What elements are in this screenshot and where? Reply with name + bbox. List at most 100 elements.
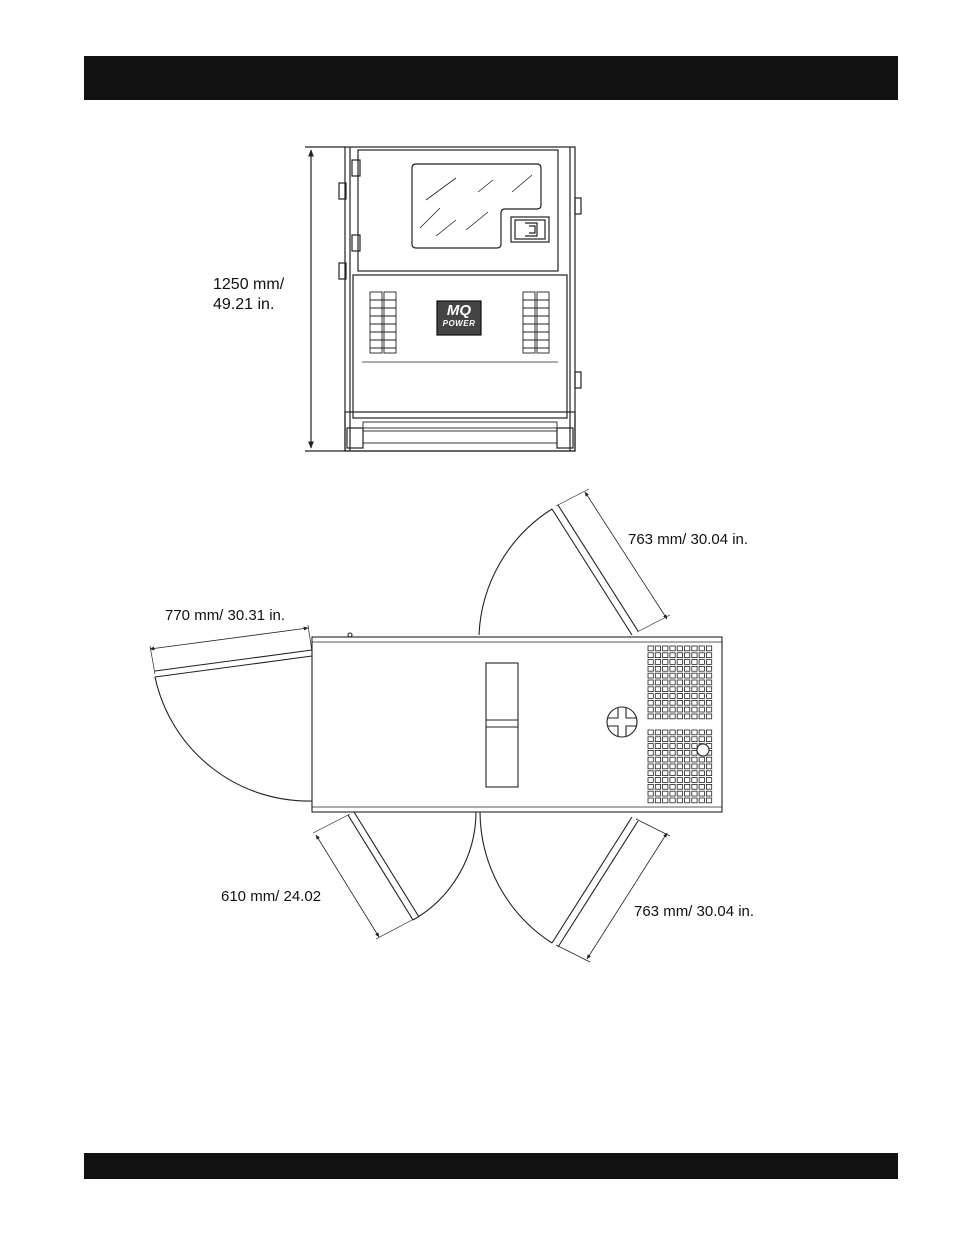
grille-cell xyxy=(692,757,697,762)
grille-cell xyxy=(685,757,690,762)
grille-cell xyxy=(648,707,653,712)
grille-cell xyxy=(685,666,690,671)
grille-cell xyxy=(655,764,660,769)
door-clearance-upper-right: 763 mm/ 30.04 in. xyxy=(628,531,748,548)
grille-cell xyxy=(706,707,711,712)
grille-cell xyxy=(692,700,697,705)
grille-cell xyxy=(663,737,668,742)
grille-cell xyxy=(699,666,704,671)
grille-cell xyxy=(677,673,682,678)
grille-cell xyxy=(670,798,675,803)
grille-cell xyxy=(663,687,668,692)
grille-cell xyxy=(685,700,690,705)
grille-cell xyxy=(692,744,697,749)
grille-cell xyxy=(670,687,675,692)
grille-cell xyxy=(655,680,660,685)
grille-cell xyxy=(648,757,653,762)
grille-cell xyxy=(685,798,690,803)
grille-cell xyxy=(699,660,704,665)
grille-cell xyxy=(655,778,660,783)
grille-cell xyxy=(677,700,682,705)
grille-cell xyxy=(663,778,668,783)
grille-cell xyxy=(692,784,697,789)
grille-cell xyxy=(677,764,682,769)
grille-cell xyxy=(706,714,711,719)
grille-cell xyxy=(685,707,690,712)
grille-cell xyxy=(655,791,660,796)
grille-cell xyxy=(692,680,697,685)
door-swing-upper-right xyxy=(479,489,670,635)
grille-cell xyxy=(670,666,675,671)
grille-cell xyxy=(655,666,660,671)
grille-cell xyxy=(692,730,697,735)
grille-cell xyxy=(670,694,675,699)
logo-text: MQ POWER xyxy=(437,302,481,336)
upper-door xyxy=(358,150,558,271)
grille-cell xyxy=(663,764,668,769)
grille-cell xyxy=(706,700,711,705)
grille-cell xyxy=(648,666,653,671)
grille-cell xyxy=(663,673,668,678)
grille-cell xyxy=(655,673,660,678)
grille-cell xyxy=(692,653,697,658)
grille-cell xyxy=(655,737,660,742)
grille-cell xyxy=(648,764,653,769)
grille-cell xyxy=(699,737,704,742)
grille-cell xyxy=(655,714,660,719)
logo-line2: POWER xyxy=(437,319,481,329)
grille-cell xyxy=(670,660,675,665)
grille-cell xyxy=(685,750,690,755)
grille-cell xyxy=(685,680,690,685)
door-lock xyxy=(511,217,549,242)
grille-cell xyxy=(663,666,668,671)
grille-cell xyxy=(685,791,690,796)
grille-cell xyxy=(663,771,668,776)
grille-cell xyxy=(677,653,682,658)
grille-cell xyxy=(655,730,660,735)
grille-cell xyxy=(655,757,660,762)
grille-cell xyxy=(699,791,704,796)
grille-cell xyxy=(706,778,711,783)
door-swing-lower-right xyxy=(480,812,670,962)
grille-cell xyxy=(670,750,675,755)
grille-cell xyxy=(692,764,697,769)
grille-cell xyxy=(648,660,653,665)
grille-cell xyxy=(677,687,682,692)
front-view-enclosure xyxy=(305,147,581,451)
grille-cell xyxy=(663,646,668,651)
grille-cell xyxy=(699,646,704,651)
grille-cell xyxy=(706,694,711,699)
grille-cell xyxy=(706,646,711,651)
grille-cell xyxy=(706,673,711,678)
door-clearance-lower-right: 763 mm/ 30.04 in. xyxy=(634,903,754,920)
grille-cell xyxy=(685,764,690,769)
grille-cell xyxy=(699,784,704,789)
grille-cell xyxy=(677,730,682,735)
lifting-panel xyxy=(486,663,518,787)
grille-cell xyxy=(648,730,653,735)
grille-cell xyxy=(677,666,682,671)
grille-cell xyxy=(685,646,690,651)
grille-cell xyxy=(648,798,653,803)
grille-cell xyxy=(663,707,668,712)
radiator-grille-lower xyxy=(648,730,712,803)
grille-cell xyxy=(699,694,704,699)
grille-cell xyxy=(692,694,697,699)
grille-cell xyxy=(670,791,675,796)
grille-cell xyxy=(670,673,675,678)
grille-cell xyxy=(699,798,704,803)
grille-cell xyxy=(655,653,660,658)
logo-line1: MQ xyxy=(437,302,481,319)
grille-cell xyxy=(699,680,704,685)
grille-cell xyxy=(655,694,660,699)
grille-cell xyxy=(692,714,697,719)
grille-cell xyxy=(663,660,668,665)
grille-cell xyxy=(677,694,682,699)
grille-cell xyxy=(692,707,697,712)
grille-cell xyxy=(677,784,682,789)
grille-cell xyxy=(685,737,690,742)
grille-cell xyxy=(648,694,653,699)
grille-cell xyxy=(692,673,697,678)
grille-cell xyxy=(670,778,675,783)
grille-cell xyxy=(706,653,711,658)
